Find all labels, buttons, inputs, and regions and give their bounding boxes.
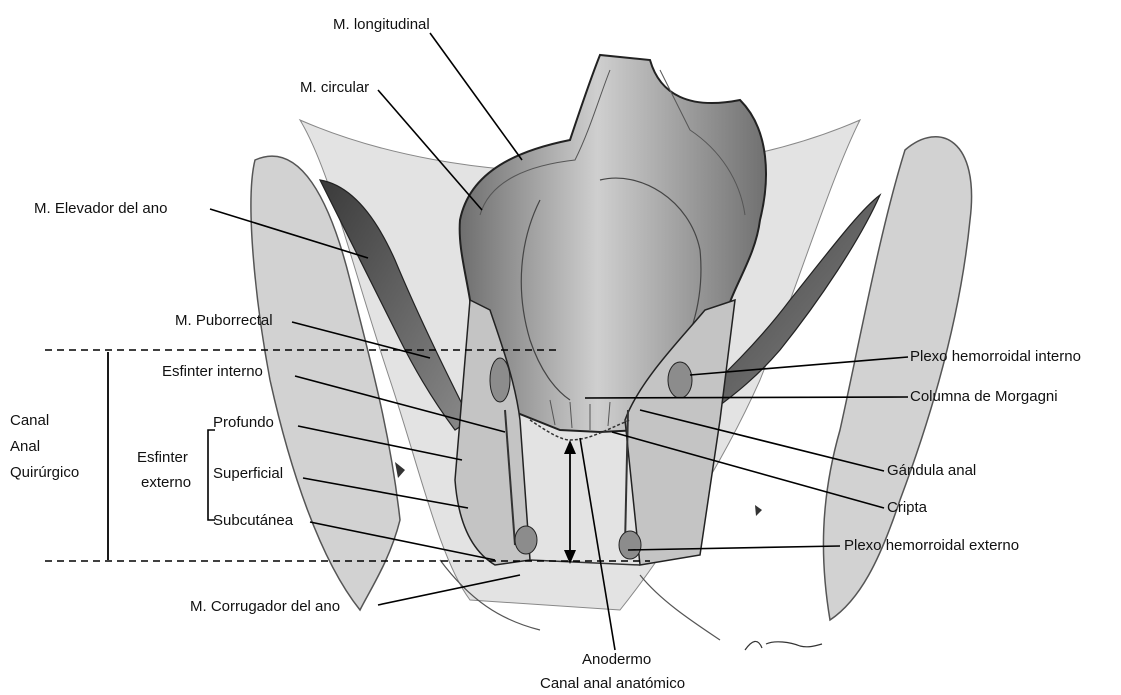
label-m-puborrectal: M. Puborrectal	[175, 312, 273, 330]
label-m-elevador-del-ano: M. Elevador del ano	[34, 200, 167, 218]
label-cripta: Cripta	[887, 499, 927, 517]
label-canal-line1: Canal	[10, 412, 49, 430]
label-m-corrugador-del-ano: M. Corrugador del ano	[190, 598, 340, 616]
label-superficial: Superficial	[213, 465, 283, 483]
label-plexo-hemorroidal-externo: Plexo hemorroidal externo	[844, 537, 1019, 555]
label-gandula-anal: Gándula anal	[887, 462, 976, 480]
label-m-circular: M. circular	[300, 79, 369, 97]
label-m-longitudinal: M. longitudinal	[333, 16, 430, 34]
label-subcutanea: Subcutánea	[213, 512, 293, 530]
label-esfinter-interno: Esfinter interno	[162, 363, 263, 381]
label-anodermo: Anodermo	[582, 651, 651, 669]
label-profundo: Profundo	[213, 414, 274, 432]
label-plexo-hemorroidal-interno: Plexo hemorroidal interno	[910, 348, 1081, 366]
artist-signature	[745, 641, 822, 650]
label-esfinter-externo-line1: Esfinter	[137, 449, 188, 467]
label-anal-line2: Anal	[10, 438, 40, 456]
label-canal-anal-anatomico: Canal anal anatómico	[540, 675, 685, 693]
label-quirurgico-line3: Quirúrgico	[10, 464, 79, 482]
label-columna-de-morgagni: Columna de Morgagni	[910, 388, 1058, 406]
label-esfinter-externo-line2: externo	[141, 474, 191, 492]
